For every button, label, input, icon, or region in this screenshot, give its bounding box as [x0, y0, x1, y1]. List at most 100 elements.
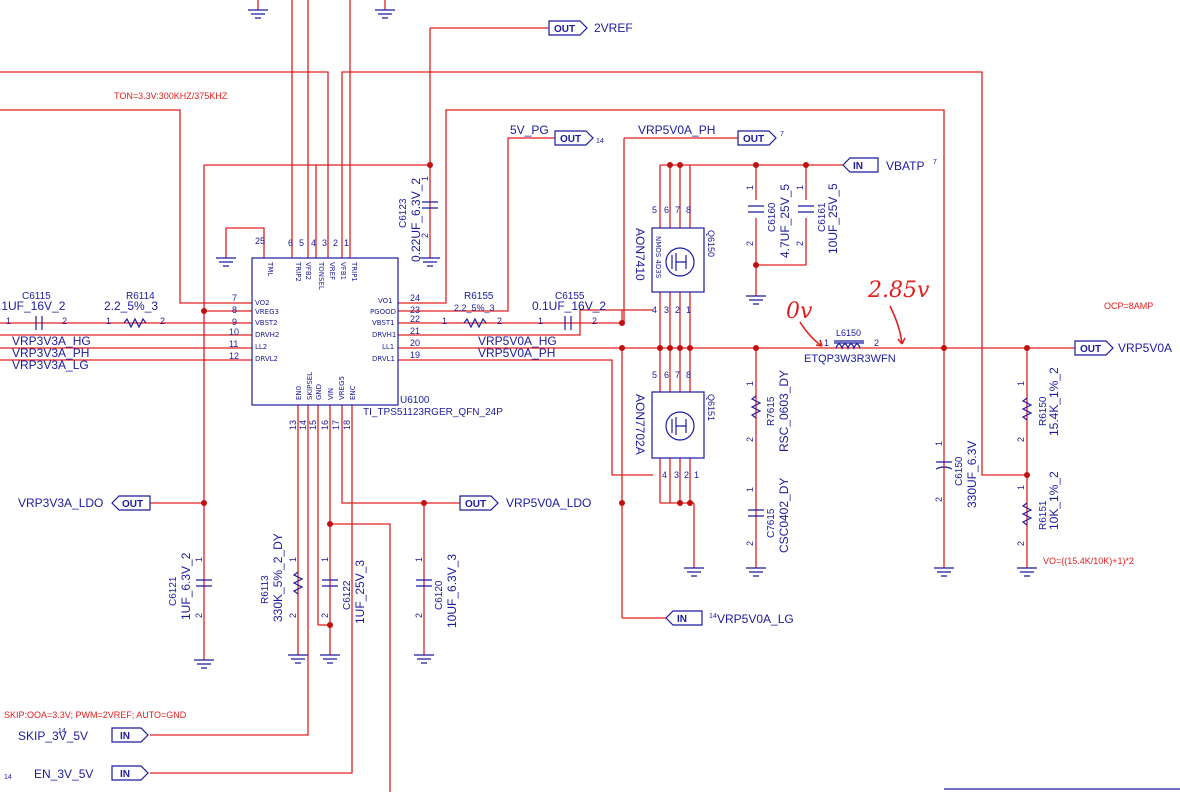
svg-text:1: 1 — [420, 176, 430, 181]
port-vrp3v3a-ldo[interactable]: OUT VRP3V3A_LDO — [18, 495, 151, 511]
ic-pin-vfb1: VFB1 — [339, 262, 347, 280]
ground-symbol — [420, 257, 440, 267]
ic-pinnum-21: 21 — [410, 326, 420, 336]
ic-pinnum-2: 2 — [333, 238, 338, 248]
ic-pin-trip2: TRIP2 — [294, 261, 302, 282]
port-vrp5v0a-ph-sheet: 7 — [780, 131, 784, 138]
svg-text:5: 5 — [652, 370, 657, 380]
c6123-ref: C6123 — [398, 198, 409, 228]
ic-pinnum-17: 17 — [331, 420, 341, 430]
svg-text:IN: IN — [853, 161, 863, 172]
resistor-symbol — [1021, 397, 1033, 421]
hand-0v: 0v — [786, 299, 813, 324]
svg-text:2: 2 — [592, 316, 597, 326]
net-vrp5v0a-ph: VRP5V0A_PH — [478, 346, 555, 360]
svg-text:IN: IN — [120, 769, 130, 780]
c6122-ref: C6122 — [342, 580, 353, 610]
ground-symbol — [375, 9, 395, 19]
ic-pin-pgood: PGOOD — [370, 308, 396, 316]
port-vrp5v0a-lg[interactable]: IN 14 VRP5V0A_LG — [665, 610, 794, 626]
ic-pin-vin: VIN — [327, 388, 335, 400]
port-vbatp-label: VBATP — [886, 159, 924, 173]
resistor-symbol — [292, 571, 304, 595]
ground-symbols — [194, 9, 1037, 669]
ic-pinnum-5: 5 — [299, 238, 304, 248]
port-skip-3v-5v[interactable]: IN SKIP_3V_5V 14 — [18, 727, 149, 743]
svg-text:7: 7 — [675, 370, 680, 380]
svg-text:2: 2 — [62, 316, 67, 326]
svg-text:IN: IN — [677, 614, 687, 625]
port-vrp5v0a-ph[interactable]: OUT VRP5V0A_PH 7 — [638, 123, 784, 146]
junctions — [201, 162, 1030, 628]
ic-part: TI_TPS51123RGER_QFN_24P — [363, 407, 503, 418]
svg-text:OUT: OUT — [122, 499, 143, 510]
svg-text:1: 1 — [106, 316, 111, 326]
port-vrp5v0a[interactable]: OUT VRP5V0A — [1074, 340, 1172, 356]
ic-u6100: TML 25 TRIP2 6 VFB2 5 TONSEL 4 VREF 3 VF… — [229, 236, 503, 430]
port-en-3v-5v[interactable]: IN EN_3V_5V — [34, 765, 149, 781]
q6150-ref: Q6150 — [706, 230, 716, 257]
r6114-val: 2.2_5%_3 — [104, 299, 158, 313]
ic-pinnum-18: 18 — [342, 420, 352, 430]
svg-text:6: 6 — [664, 370, 669, 380]
capacitor-symbol — [322, 579, 338, 587]
svg-text:2: 2 — [288, 613, 298, 618]
svg-text:4: 4 — [652, 305, 657, 315]
port-5v-pg-label: 5V_PG — [510, 123, 549, 137]
svg-text:1: 1 — [934, 441, 944, 446]
ic-pinnum-23: 23 — [410, 305, 420, 315]
ic-pinnum-4: 4 — [311, 238, 316, 248]
c6161-ref: C6161 — [817, 202, 828, 232]
svg-text:1: 1 — [745, 487, 755, 492]
ic-pinnum-24: 24 — [410, 293, 420, 303]
r6151-ref: R6151 — [1038, 500, 1049, 530]
ic-pin-ll1: LL1 — [382, 343, 394, 351]
c6155-ref: C6155 — [555, 291, 585, 302]
c6150-ref: C6150 — [954, 456, 965, 486]
capacitor-symbol — [422, 201, 438, 209]
svg-text:2: 2 — [194, 613, 204, 618]
ic-pinnum-22: 22 — [410, 314, 420, 324]
port-vbatp[interactable]: IN VBATP 7 — [842, 157, 937, 173]
svg-text:3: 3 — [664, 305, 669, 315]
c6121-ref: C6121 — [168, 576, 179, 606]
ic-left-pins: VO2 7 VREG3 8 VBST2 9 DRVH2 10 LL2 11 DR… — [229, 293, 279, 363]
c7615-ref: C7615 — [766, 508, 777, 538]
r6150-ref: R6150 — [1038, 396, 1049, 426]
svg-text:1: 1 — [6, 316, 11, 326]
svg-text:1: 1 — [686, 305, 691, 315]
svg-text:5: 5 — [652, 205, 657, 215]
port-5v-pg-sheet: 14 — [596, 138, 604, 145]
ic-right-pins: VO1 24 PGOOD 23 VBST1 22 DRVH1 21 LL1 20… — [370, 293, 420, 363]
ground-symbol — [248, 9, 268, 19]
ground-symbol — [288, 654, 308, 664]
note-vo: VO=((15.4K/10K)+1)*2 — [1043, 556, 1134, 566]
port-vrp5v0a-ldo[interactable]: OUT VRP5V0A_LDO — [459, 495, 591, 511]
ic-top-pins: TML 25 TRIP2 6 VFB2 5 TONSEL 4 VREF 3 VF… — [255, 236, 358, 290]
port-2vref-label: 2VREF — [594, 21, 633, 35]
port-skip-3v-5v-label: SKIP_3V_5V — [18, 729, 88, 743]
ports: OUT 2VREF OUT 5V_PG 14 OUT VRP5V0A_PH 7 … — [18, 20, 1172, 781]
ic-pin-vo1: VO1 — [378, 297, 393, 305]
port-en-3v-5v-label: EN_3V_5V — [34, 767, 93, 781]
ic-pin-tml: TML — [266, 261, 274, 276]
ic-pin-vreg3: VREG3 — [255, 308, 279, 316]
svg-text:2: 2 — [414, 613, 424, 618]
port-5v-pg[interactable]: OUT 5V_PG 14 — [510, 123, 604, 146]
port-vrp5v0a-ph-label: VRP5V0A_PH — [638, 123, 715, 137]
port-2vref[interactable]: OUT 2VREF — [548, 20, 633, 36]
q6151-ref: Q6151 — [706, 394, 716, 421]
capacitor-symbol — [935, 461, 953, 470]
note-ocp: OCP=8AMP — [1104, 301, 1153, 311]
mosfet-q6150: NMOS 4D3S Q6150 AON7410 — [633, 227, 716, 293]
svg-text:1: 1 — [442, 316, 447, 326]
svg-text:1: 1 — [824, 338, 829, 348]
svg-text:2: 2 — [745, 437, 755, 442]
l6150-val: ETQP3W3R3WFN — [804, 353, 896, 365]
svg-text:2: 2 — [1016, 541, 1026, 546]
r6150-val: 15.4K_1%_2 — [1047, 367, 1061, 436]
ground-symbol — [684, 567, 704, 577]
mosfet-q6151: Q6151 AON7702A — [633, 391, 716, 459]
hand-arrow-left — [799, 321, 823, 347]
l6150-ref: L6150 — [836, 328, 861, 338]
